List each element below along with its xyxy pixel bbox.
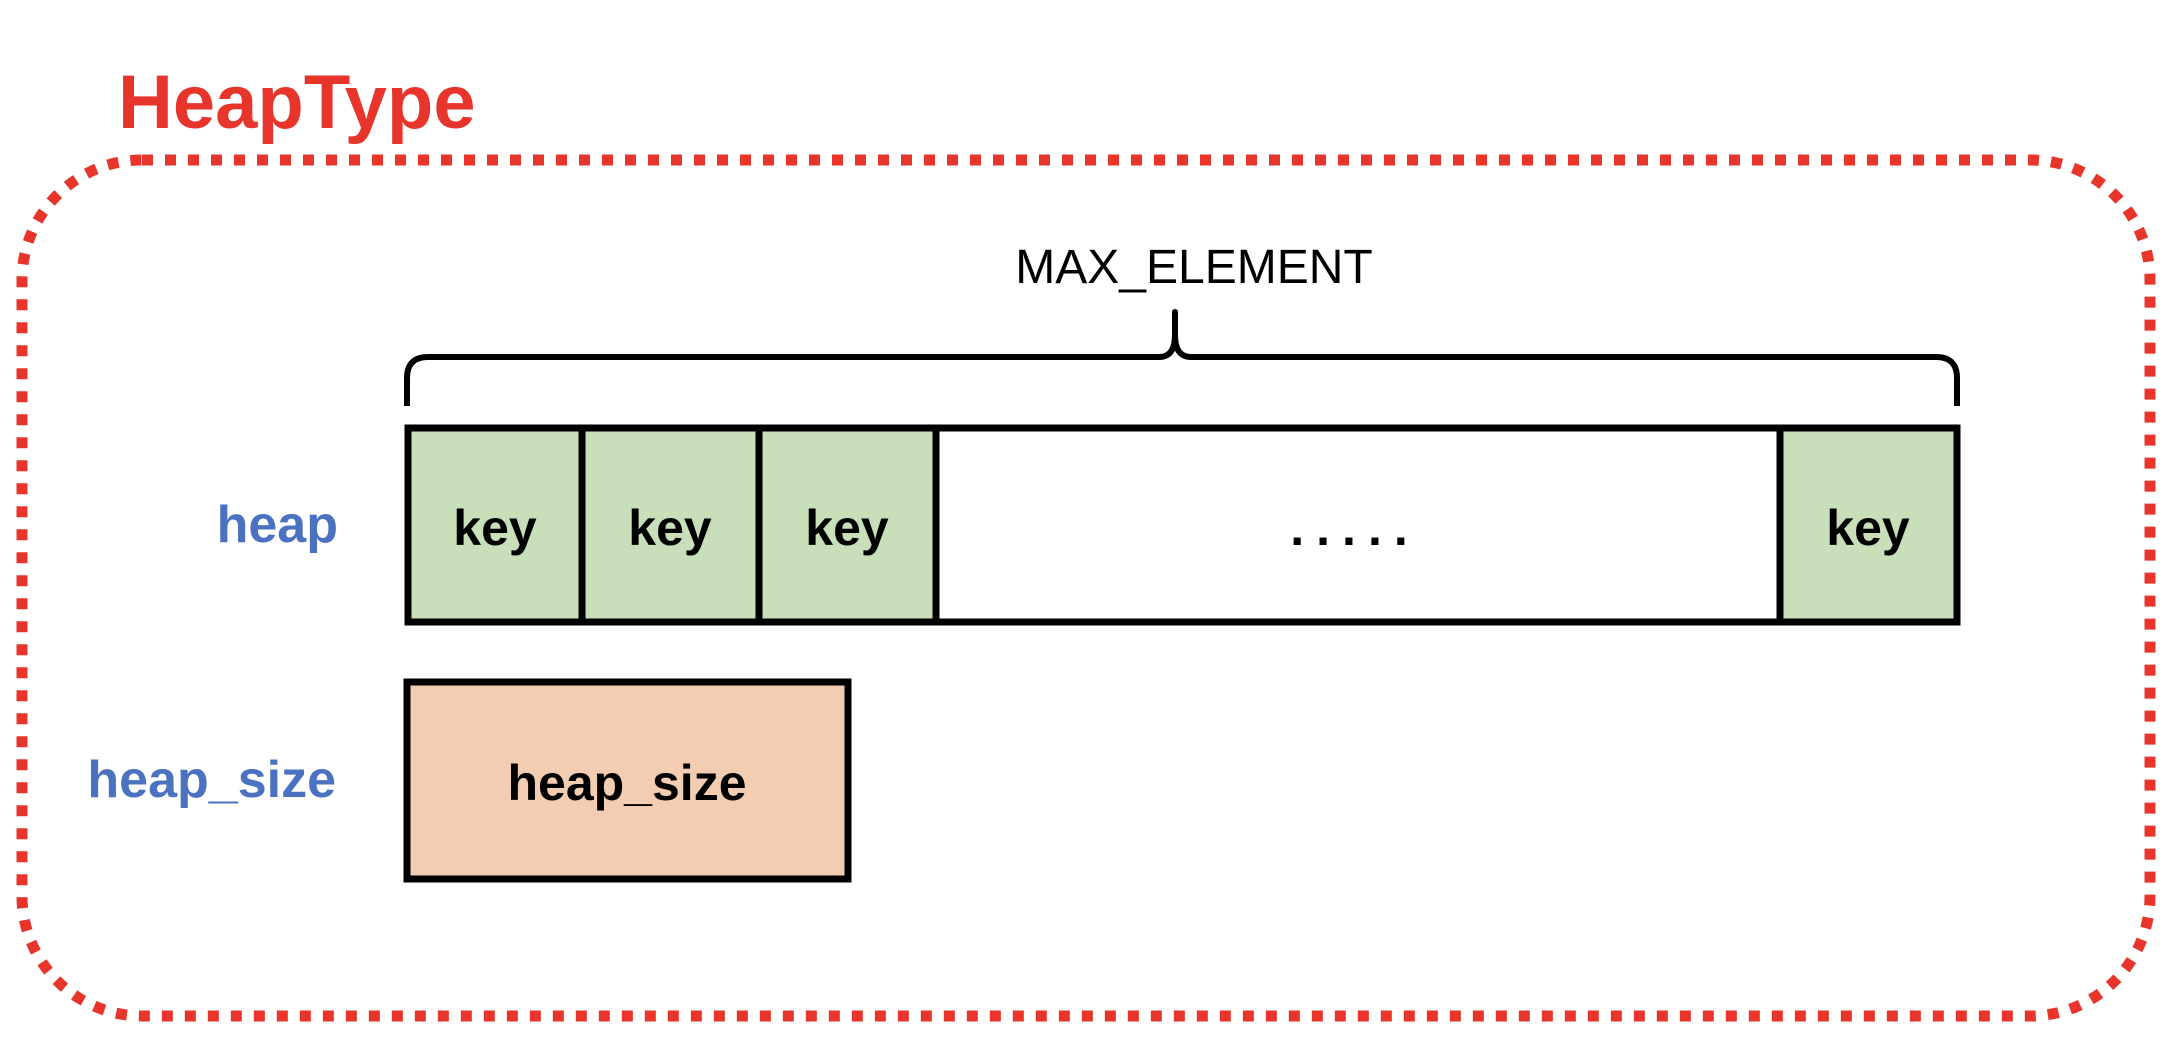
max-element-label: MAX_ELEMENT	[1015, 241, 1372, 294]
struct-container-border	[16, 154, 2156, 1022]
heap-cell-text-2: key	[805, 500, 889, 556]
heap-array-border	[404, 424, 1961, 626]
heap-size-field-label: heap_size	[87, 751, 336, 809]
heap-cell-text-last: key	[1826, 500, 1910, 556]
heap-cell-text-0: key	[453, 500, 537, 556]
heap-size-box	[403, 678, 852, 883]
heap-cell-0	[408, 428, 582, 622]
heap-cell-ellipsis	[936, 428, 1780, 622]
heap-cell-text-ellipsis: .....	[1290, 500, 1419, 556]
heap-size-box-text: heap_size	[507, 755, 746, 811]
heap-array: key key key ..... key	[404, 424, 1961, 626]
max-element-brace	[404, 309, 1960, 406]
heap-field-label: heap	[217, 496, 338, 554]
heap-cell-1	[582, 428, 759, 622]
heap-cell-text-1: key	[628, 500, 712, 556]
heap-cell-last	[1780, 428, 1957, 622]
heap-cell-2	[759, 428, 936, 622]
struct-title: HeapType	[118, 60, 476, 145]
